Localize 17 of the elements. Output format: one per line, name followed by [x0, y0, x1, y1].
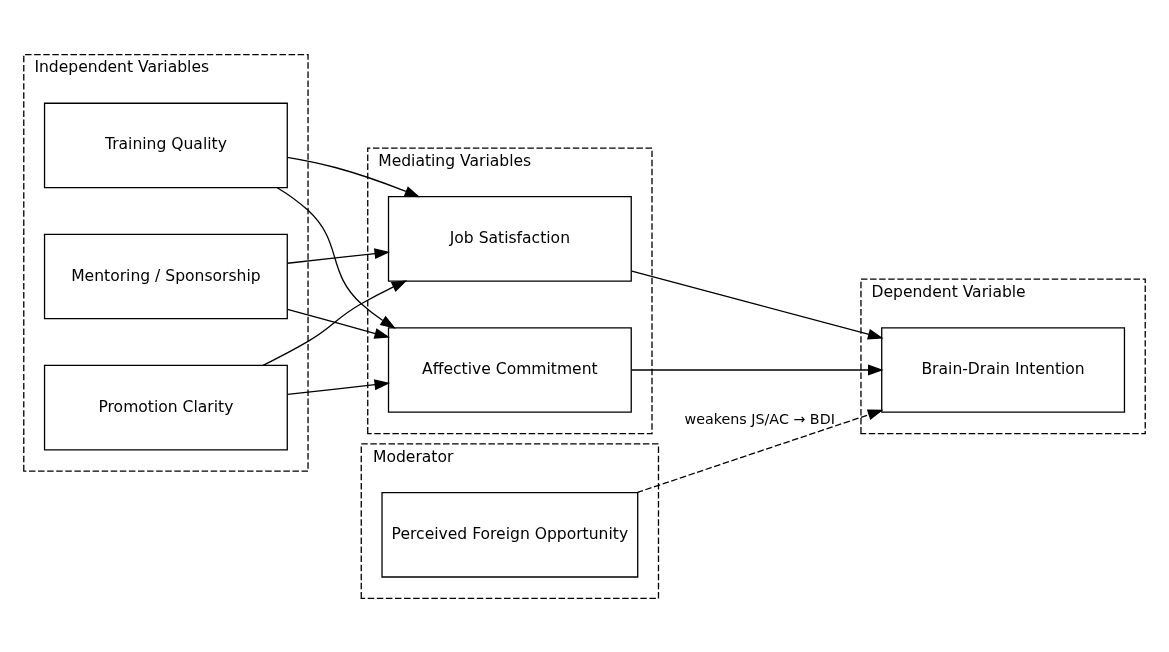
arrow	[286, 378, 391, 395]
arrow	[286, 247, 391, 264]
arrow	[636, 409, 884, 493]
arrow	[286, 308, 391, 339]
arrow	[262, 279, 408, 366]
arrow	[286, 156, 421, 197]
node-box: Training Quality	[43, 102, 288, 188]
arrow	[631, 364, 884, 375]
node-box: Promotion Clarity	[43, 364, 288, 450]
node-box: Affective Commitment	[387, 326, 632, 413]
node-box: Mentoring / Sponsorship	[43, 233, 288, 319]
edge-label: weakens JS/AC → BDI	[684, 410, 835, 427]
node-box: Perceived Foreign Opportunity	[381, 491, 639, 578]
node-box: Brain-Drain Intention	[881, 326, 1126, 413]
arrow	[276, 186, 396, 329]
arrow	[631, 270, 884, 340]
node-box: Job Satisfaction	[387, 195, 632, 282]
